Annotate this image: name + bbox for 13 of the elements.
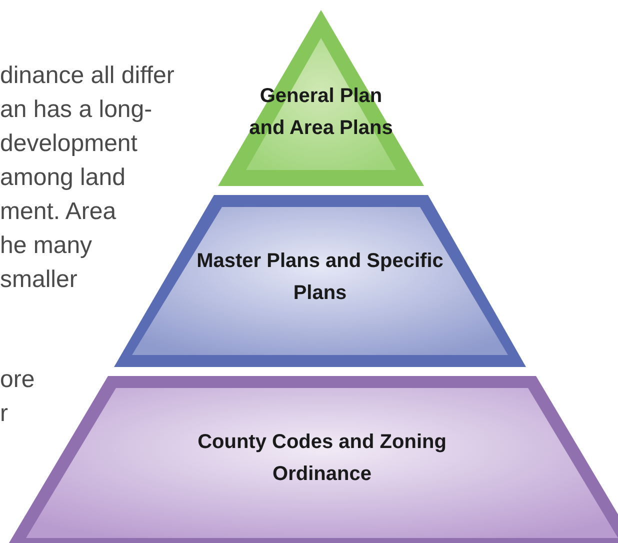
paragraph-text-line: development xyxy=(0,130,138,158)
pyramid-triangle xyxy=(218,10,424,186)
tier-label: General Plan and Area Plans xyxy=(248,84,394,141)
paragraph-text-line: r xyxy=(0,400,8,428)
paragraph-text-line: ore xyxy=(0,366,35,394)
paragraph-text-line: an has a long- xyxy=(0,96,152,124)
tier-label: County Codes and Zoning Ordinance xyxy=(196,430,448,487)
paragraph-text-line: dinance all differ xyxy=(0,62,174,90)
paragraph-text-line: smaller xyxy=(0,266,78,294)
paragraph-text-line: among land xyxy=(0,164,126,192)
tier-label: Master Plans and Specific Plans xyxy=(196,249,444,306)
paragraph-text-line: ment. Area xyxy=(0,198,116,226)
paragraph-text-line: he many xyxy=(0,232,92,260)
